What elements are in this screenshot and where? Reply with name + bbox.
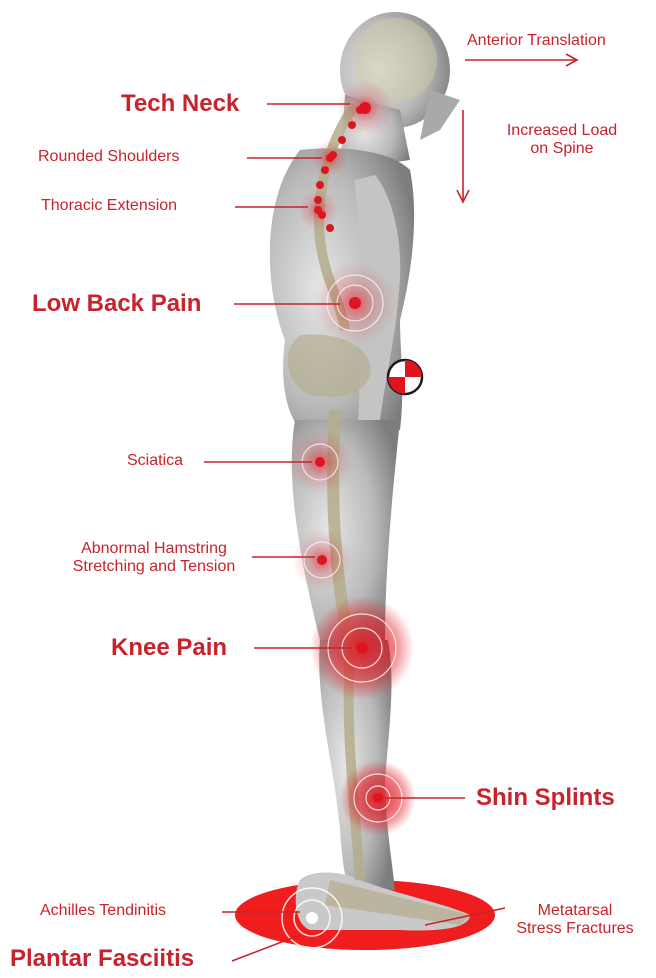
pain-target-tech-neck — [337, 80, 393, 136]
anterior-translation-arrow — [465, 54, 577, 66]
shin-splints-label: Shin Splints — [476, 784, 615, 812]
rounded-shoulders-label: Rounded Shoulders — [38, 148, 179, 166]
knee-pain-label: Knee Pain — [111, 634, 227, 662]
increased-load-arrow — [457, 110, 469, 202]
anterior-translation-label: Anterior Translation — [467, 32, 606, 50]
thoracic-extension-label: Thoracic Extension — [41, 197, 177, 215]
metatarsal-label: Metatarsal Stress Fractures — [500, 902, 650, 939]
center-of-gravity-icon — [388, 360, 422, 394]
achilles-tendinitis-label: Achilles Tendinitis — [40, 902, 166, 920]
pain-target-low-back — [313, 261, 397, 345]
hamstring-label: Abnormal Hamstring Stretching and Tensio… — [40, 540, 268, 577]
plantar-fasciitis-label: Plantar Fasciitis — [10, 945, 194, 973]
pain-target-thoracic-extension — [298, 190, 338, 230]
pain-target-hamstring — [292, 530, 352, 590]
low-back-pain-label: Low Back Pain — [32, 290, 201, 318]
tech-neck-label: Tech Neck — [121, 90, 239, 118]
sciatica-label: Sciatica — [127, 452, 183, 470]
increased-load-label: Increased Load on Spine — [482, 122, 642, 159]
